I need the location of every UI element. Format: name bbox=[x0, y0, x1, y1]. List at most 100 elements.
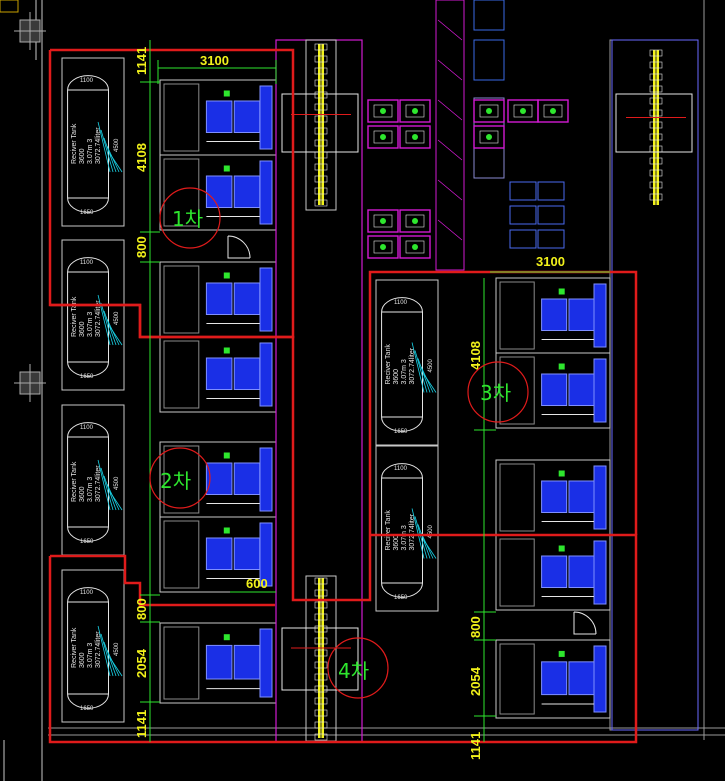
tank-liter: 3072.74liter bbox=[95, 631, 102, 668]
tank-liter: 3072.74liter bbox=[409, 347, 416, 384]
tank-inner-dim: 3600 bbox=[79, 321, 86, 337]
tank-bottom-dim: 1650 bbox=[394, 429, 408, 435]
door-swing bbox=[227, 235, 251, 259]
feed-column bbox=[435, 0, 505, 271]
tank-bottom-dim: 1650 bbox=[394, 595, 408, 601]
station bbox=[473, 125, 505, 149]
tray bbox=[509, 181, 537, 201]
phase-2-label: 2차 bbox=[160, 469, 191, 493]
phase-1-label: 1차 bbox=[172, 207, 203, 231]
tank-inner-dim: 3600 bbox=[79, 148, 86, 164]
process-unit bbox=[159, 441, 277, 518]
tank-liter: 3072.74liter bbox=[95, 127, 102, 164]
tank-top-dim: 1100 bbox=[80, 590, 94, 596]
dim-width-left: 3100 bbox=[200, 53, 229, 68]
process-unit bbox=[159, 154, 277, 231]
process-unit bbox=[495, 639, 611, 719]
tank-inner-dim: 3600 bbox=[393, 535, 400, 551]
dim-1141-top: 1141 bbox=[134, 47, 149, 75]
phase-3-label: 3차 bbox=[480, 381, 511, 405]
dim-width-right: 3100 bbox=[536, 254, 565, 269]
dim-4108-right: 4108 bbox=[468, 341, 483, 370]
tray bbox=[509, 229, 537, 249]
tank-top-dim: 1100 bbox=[80, 78, 94, 84]
dim-800-right: 800 bbox=[468, 616, 483, 638]
tank-liter: 3072.74liter bbox=[409, 513, 416, 550]
process-unit bbox=[159, 622, 277, 704]
tank-volume: 3.07m 3 bbox=[401, 359, 408, 384]
dim-1141-left-bottom: 1141 bbox=[134, 710, 149, 738]
robot-arm bbox=[626, 49, 686, 205]
process-unit bbox=[495, 277, 611, 354]
tank-inner-dim: 3600 bbox=[79, 486, 86, 502]
tank-liter: 3072.74liter bbox=[95, 300, 102, 337]
conveyor-right bbox=[611, 39, 699, 731]
station bbox=[537, 99, 569, 123]
tank-side-dim: 4500 bbox=[114, 642, 120, 656]
tank-side-dim: 4500 bbox=[428, 524, 434, 538]
station bbox=[367, 235, 399, 259]
feed-cross bbox=[437, 99, 463, 121]
corner-marker bbox=[0, 0, 19, 13]
tank-bottom-dim: 1650 bbox=[80, 210, 94, 216]
tank-name: Reciver Tank bbox=[71, 123, 78, 164]
dim-800-left-b: 800 bbox=[134, 598, 149, 620]
tank-side-dim: 4500 bbox=[114, 311, 120, 325]
phase-4-label: 4차 bbox=[338, 659, 369, 683]
dim-4108-left: 4108 bbox=[134, 143, 149, 172]
dim-600: 600 bbox=[246, 576, 268, 591]
tank-liter: 3072.74liter bbox=[95, 465, 102, 502]
dim-2054-left: 2054 bbox=[134, 648, 149, 678]
tank-volume: 3.07m 3 bbox=[87, 312, 94, 337]
tank-top-dim: 1100 bbox=[394, 300, 408, 306]
door-swing bbox=[573, 611, 597, 635]
feed-cross bbox=[437, 179, 463, 201]
dimension-lines bbox=[140, 40, 610, 742]
station bbox=[399, 235, 431, 259]
tank-bottom-dim: 1650 bbox=[80, 706, 94, 712]
snap-marker-top bbox=[14, 12, 46, 50]
tray bbox=[537, 181, 565, 201]
tank-inner-dim: 3600 bbox=[79, 652, 86, 668]
process-unit bbox=[159, 79, 277, 156]
tank-volume: 3.07m 3 bbox=[87, 139, 94, 164]
feed-cross bbox=[437, 19, 463, 41]
tank-name: Reciver Tank bbox=[385, 344, 392, 385]
process-units bbox=[159, 79, 611, 719]
tank-top-dim: 1100 bbox=[80, 425, 94, 431]
tray bbox=[537, 205, 565, 225]
station bbox=[399, 99, 431, 123]
process-unit bbox=[495, 352, 611, 429]
feed-cross bbox=[437, 59, 463, 81]
tray-racks bbox=[437, 19, 565, 249]
process-unit bbox=[495, 534, 611, 611]
process-unit bbox=[495, 459, 611, 536]
station bbox=[399, 209, 431, 233]
process-unit bbox=[159, 336, 277, 413]
tank-side-dim: 4500 bbox=[114, 138, 120, 152]
robot-arm bbox=[291, 43, 351, 207]
tank-side-dim: 4500 bbox=[114, 476, 120, 490]
phase-markers bbox=[149, 187, 529, 699]
feed-cross bbox=[437, 139, 463, 161]
station bbox=[399, 125, 431, 149]
transfer-robot-left bbox=[291, 43, 686, 741]
feed-cross bbox=[437, 219, 463, 241]
station bbox=[367, 209, 399, 233]
dim-2054-right: 2054 bbox=[468, 666, 483, 696]
dim-800-left: 800 bbox=[134, 236, 149, 258]
tank-volume: 3.07m 3 bbox=[87, 477, 94, 502]
tank-side-dim: 4500 bbox=[428, 358, 434, 372]
snap-marker-mid bbox=[14, 364, 46, 402]
tank-inner-dim: 3600 bbox=[393, 369, 400, 385]
process-unit bbox=[159, 261, 277, 338]
